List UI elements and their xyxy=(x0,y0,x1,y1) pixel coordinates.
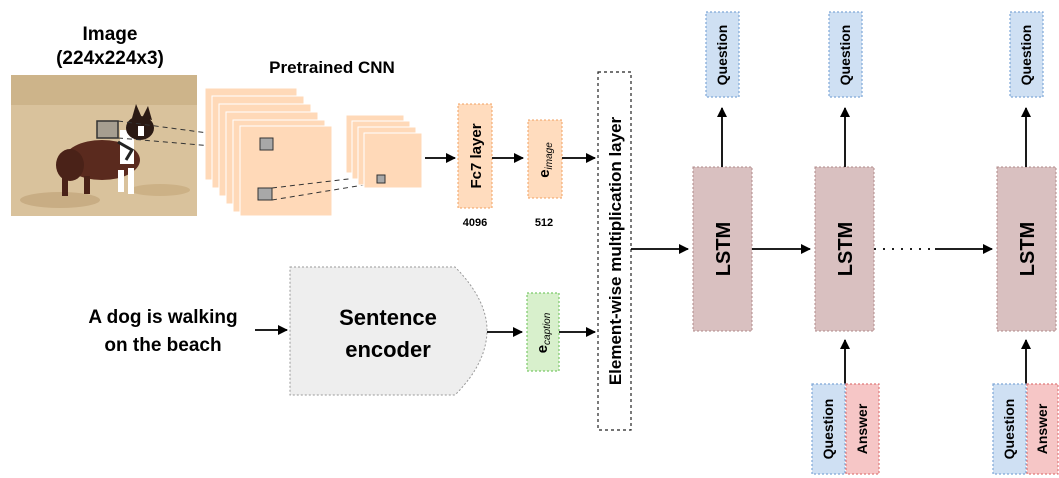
e-caption-box xyxy=(526,292,560,372)
input-question-box-n xyxy=(992,383,1027,475)
element-wise-multiplication-layer-label: Element-wise multiplication layer xyxy=(606,116,625,385)
fc7-layer-label: Fc7 layer xyxy=(468,123,485,188)
input-sentence-line1: A dog is walking xyxy=(88,307,237,328)
fc7-layer-box xyxy=(457,103,493,209)
input-answer-label-2: Answer xyxy=(854,403,870,454)
sentence-encoder-line2: encoder xyxy=(345,337,431,362)
e-caption-sub: caption xyxy=(542,312,553,345)
cnn-feature-maps-small xyxy=(345,114,423,189)
lstm-cell-2 xyxy=(814,166,875,332)
output-question-box-2 xyxy=(828,11,863,98)
sentence-encoder-box xyxy=(289,266,488,396)
lstm-cell-n xyxy=(996,166,1057,332)
e-caption-base: e xyxy=(534,345,551,353)
input-answer-label-n: Answer xyxy=(1034,403,1050,454)
lstm-cell-2-label: LSTM xyxy=(835,222,857,276)
cnn-title: Pretrained CNN xyxy=(269,58,395,77)
output-question-label-1: Question xyxy=(714,25,730,86)
input-question-box-2 xyxy=(811,383,846,475)
lstm-cell-1 xyxy=(692,166,753,332)
e-image-base: e xyxy=(536,169,553,177)
image-dimensions: (224x224x3) xyxy=(56,48,164,69)
e-caption-label: ecaption xyxy=(534,312,553,353)
lstm-cell-n-label: LSTM xyxy=(1017,222,1039,276)
cnn-feature-maps-large xyxy=(204,87,333,217)
input-sentence-line2: on the beach xyxy=(104,335,221,356)
fc7-size: 4096 xyxy=(463,217,487,229)
dog-photo xyxy=(11,75,197,216)
e-image-label: eimage xyxy=(536,142,555,178)
input-question-label-n: Question xyxy=(1001,399,1017,460)
sentence-encoder-line1: Sentence xyxy=(339,305,437,330)
e-image-sub: image xyxy=(544,142,555,170)
input-question-label-2: Question xyxy=(820,399,836,460)
output-question-label-2: Question xyxy=(837,25,853,86)
output-question-box-1 xyxy=(705,11,740,98)
lstm-cell-1-label: LSTM xyxy=(713,222,735,276)
output-question-label-n: Question xyxy=(1018,25,1034,86)
input-answer-box-n xyxy=(1026,383,1059,475)
e-image-size: 512 xyxy=(535,217,553,229)
e-image-box xyxy=(527,119,563,199)
output-question-box-n xyxy=(1009,11,1044,98)
image-title: Image xyxy=(83,24,138,45)
input-answer-box-2 xyxy=(845,383,880,475)
element-wise-multiplication-layer-box xyxy=(597,71,632,431)
